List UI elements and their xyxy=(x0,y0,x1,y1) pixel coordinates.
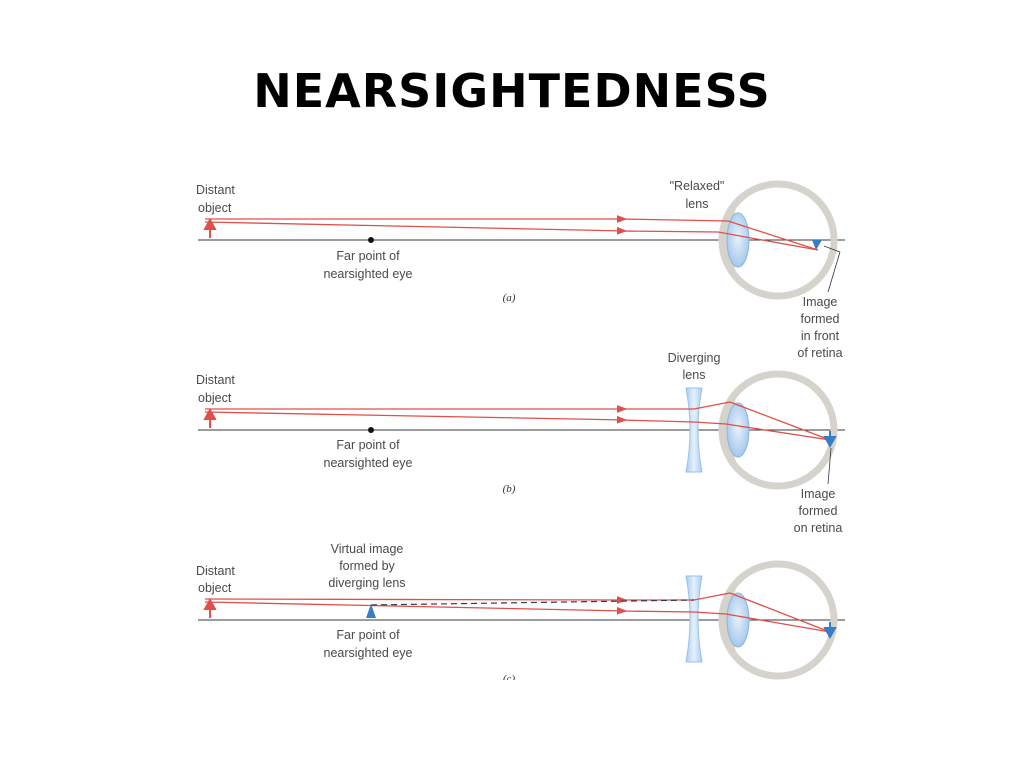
image-pointer xyxy=(827,447,832,485)
object-label-line1: Distant xyxy=(196,183,235,197)
ray xyxy=(725,423,831,441)
object-label-line1: Distant xyxy=(196,564,235,578)
virtual-image-label-line3: diverging lens xyxy=(328,576,405,590)
object-label-line2: object xyxy=(198,391,232,405)
object-arrow xyxy=(203,407,217,428)
virtual-ray-extension xyxy=(370,599,695,606)
slide-title: NEARSIGHTEDNESS xyxy=(253,64,771,118)
image-pointer xyxy=(823,245,841,253)
ray xyxy=(693,592,731,601)
ray xyxy=(729,592,831,633)
image-label-line2: formed xyxy=(799,504,838,518)
image-arrow xyxy=(823,622,837,640)
object-label-line1: Distant xyxy=(196,373,235,387)
image-label-line3: in front xyxy=(801,329,840,343)
image-label-line3: on retina xyxy=(794,521,843,535)
panel-b: Distant object Far point of nearsighted … xyxy=(196,351,845,535)
eyeball xyxy=(718,370,838,490)
image-label-line1: Image xyxy=(801,487,836,501)
panel-a: Distant object Far point of nearsighted … xyxy=(196,179,845,360)
panel-caption: (b) xyxy=(503,483,516,495)
ray xyxy=(693,401,731,410)
ray xyxy=(717,231,819,251)
ray xyxy=(693,421,727,425)
far-point-label-line2: nearsighted eye xyxy=(324,646,413,660)
eye-lens xyxy=(726,592,750,648)
far-point-label-line1: Far point of xyxy=(336,249,400,263)
image-label-line4: of retina xyxy=(797,346,842,360)
image-arrow xyxy=(812,240,822,250)
lens-label-line1: "Relaxed" xyxy=(670,179,725,193)
ray xyxy=(204,596,628,604)
virtual-image-arrow xyxy=(366,604,376,618)
ray xyxy=(725,613,831,633)
ray xyxy=(204,411,628,424)
ray xyxy=(204,601,628,615)
eyeball xyxy=(718,560,838,680)
image-label-line2: formed xyxy=(801,312,840,326)
far-point-label-line1: Far point of xyxy=(336,628,400,642)
object-label-line2: object xyxy=(198,201,232,215)
eyeball xyxy=(718,180,838,300)
far-point-label-line2: nearsighted eye xyxy=(324,267,413,281)
ray xyxy=(693,611,727,615)
ray xyxy=(619,419,695,423)
crop-mask xyxy=(180,680,860,700)
eye-lens xyxy=(726,402,750,458)
image-label-line1: Image xyxy=(803,295,838,309)
object-label-line2: object xyxy=(198,581,232,595)
virtual-image-label-line1: Virtual image xyxy=(331,542,404,556)
diverging-lens-label-line2: lens xyxy=(683,368,706,382)
ray xyxy=(619,610,695,613)
object-arrow xyxy=(203,217,217,238)
ray xyxy=(729,401,831,441)
virtual-image-label-line2: formed by xyxy=(339,559,395,573)
panel-caption: (a) xyxy=(503,292,516,304)
far-point-label-line1: Far point of xyxy=(336,438,400,452)
object-arrow xyxy=(203,597,217,618)
panel-c: Distant object Virtual image formed by d… xyxy=(196,542,845,685)
ray xyxy=(619,230,719,233)
ray xyxy=(204,221,628,235)
far-point-label-line2: nearsighted eye xyxy=(324,456,413,470)
diverging-lens xyxy=(685,575,703,663)
diverging-lens-label-line1: Diverging xyxy=(668,351,721,365)
image-pointer xyxy=(827,251,841,293)
far-point-dot xyxy=(368,427,374,433)
ray xyxy=(727,220,819,251)
lens-label-line2: lens xyxy=(686,197,709,211)
image-arrow xyxy=(823,431,837,449)
ray xyxy=(619,218,729,222)
far-point-dot xyxy=(368,237,374,243)
